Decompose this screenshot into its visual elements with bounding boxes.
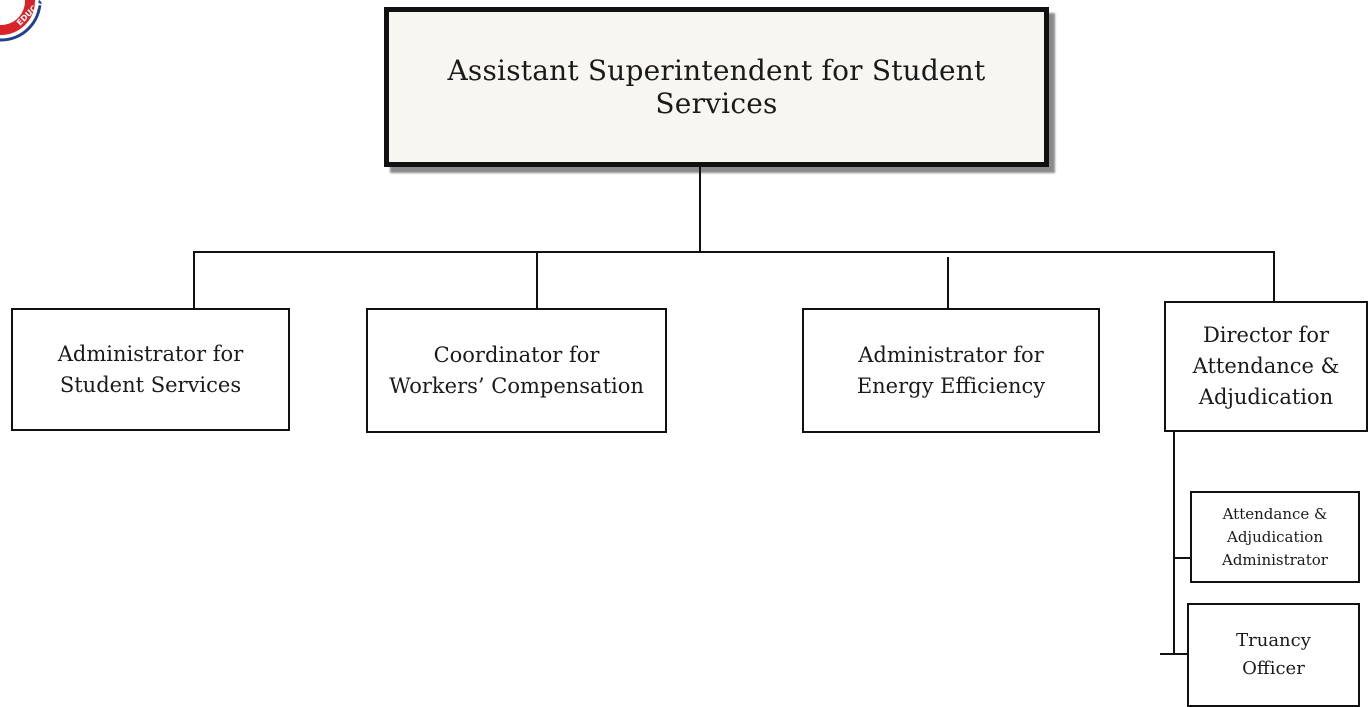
box-line: Adjudication bbox=[1226, 527, 1323, 546]
district-seal-logo: EDUCATI bbox=[0, 0, 42, 42]
connector-drop-1 bbox=[193, 251, 195, 308]
box-line: Administrator for bbox=[858, 342, 1044, 367]
box-line: Student Services bbox=[59, 372, 242, 397]
box-line: Administrator for bbox=[57, 341, 244, 366]
box-line: Attendance & bbox=[1222, 504, 1328, 523]
attendance-adjudication-administrator-box: Attendance & Adjudication Administrator bbox=[1190, 491, 1360, 583]
connector-sub-branch-2 bbox=[1160, 653, 1188, 655]
connector-horizontal-bus bbox=[193, 251, 1275, 253]
assistant-superintendent-box: Assistant Superintendent for Student Ser… bbox=[384, 7, 1049, 167]
administrator-energy-efficiency-box: Administrator for Energy Efficiency bbox=[802, 308, 1100, 433]
connector-drop-4 bbox=[1273, 251, 1275, 301]
box-line: Adjudication bbox=[1198, 385, 1334, 409]
connector-drop-2 bbox=[536, 251, 538, 308]
connector-sub-vertical bbox=[1173, 432, 1175, 654]
director-attendance-adjudication-box: Director for Attendance & Adjudication bbox=[1164, 301, 1368, 432]
connector-drop-3 bbox=[947, 257, 949, 308]
connector-top-vertical bbox=[699, 167, 701, 251]
coordinator-workers-compensation-box: Coordinator for Workers’ Compensation bbox=[366, 308, 667, 433]
connector-sub-branch-1 bbox=[1173, 557, 1190, 559]
box-line: Attendance & bbox=[1192, 354, 1340, 378]
box-line: Officer bbox=[1242, 658, 1305, 679]
administrator-student-services-box: Administrator for Student Services bbox=[11, 308, 290, 431]
truancy-officer-box: Truancy Officer bbox=[1187, 603, 1360, 707]
box-line: Truancy bbox=[1236, 630, 1311, 651]
box-line: Workers’ Compensation bbox=[389, 373, 644, 398]
box-line: Administrator bbox=[1222, 550, 1328, 569]
box-line: Director for bbox=[1202, 323, 1329, 347]
box-line: Energy Efficiency bbox=[856, 373, 1046, 398]
box-line: Coordinator for bbox=[433, 342, 600, 367]
assistant-superintendent-title: Assistant Superintendent for Student Ser… bbox=[447, 54, 986, 120]
